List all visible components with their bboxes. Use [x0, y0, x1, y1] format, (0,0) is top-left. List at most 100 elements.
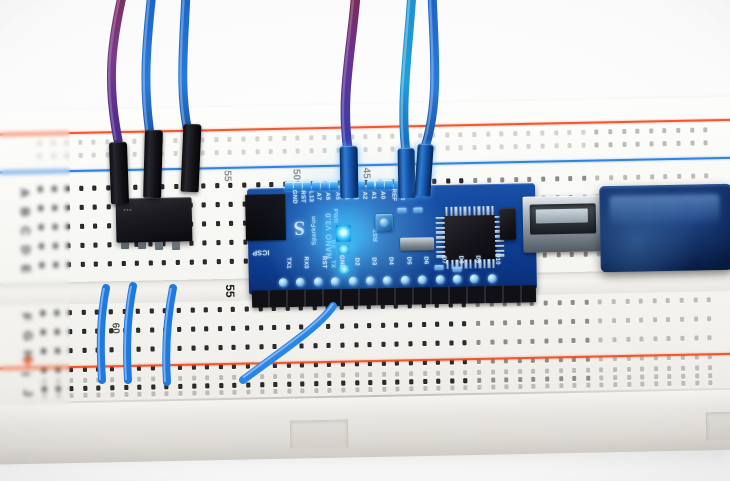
breadboard-hole[interactable] [681, 380, 686, 386]
breadboard-hole[interactable] [132, 151, 137, 157]
breadboard-hole[interactable] [395, 386, 400, 392]
breadboard-hole[interactable] [693, 335, 699, 341]
breadboard-hole[interactable] [309, 135, 314, 141]
breadboard-hole[interactable] [314, 388, 319, 394]
breadboard-hole[interactable] [178, 390, 183, 396]
breadboard-hole[interactable] [56, 393, 61, 399]
breadboard-hole[interactable] [567, 130, 572, 136]
breadboard-hole[interactable] [299, 324, 304, 330]
breadboard-hole[interactable] [545, 383, 550, 389]
breadboard-hole[interactable] [38, 186, 43, 192]
breadboard-hole[interactable] [408, 322, 413, 328]
breadboard-hole[interactable] [417, 133, 423, 139]
breadboard-hole[interactable] [513, 144, 518, 150]
breadboard-hole[interactable] [490, 369, 495, 375]
breadboard-hole[interactable] [666, 317, 671, 323]
breadboard-hole[interactable] [78, 139, 83, 145]
breadboard-hole[interactable] [312, 324, 318, 330]
breadboard-hole[interactable] [586, 382, 591, 388]
breadboard-hole[interactable] [584, 318, 589, 324]
breadboard-hole[interactable] [80, 261, 85, 267]
breadboard-hole[interactable] [580, 129, 586, 135]
breadboard-hole[interactable] [598, 337, 603, 343]
breadboard-hole[interactable] [612, 367, 618, 373]
breadboard-hole[interactable] [136, 346, 141, 352]
breadboard-hole[interactable] [625, 336, 631, 342]
breadboard-hole[interactable] [327, 387, 332, 393]
breadboard-hole[interactable] [231, 306, 236, 312]
breadboard-hole[interactable] [354, 342, 359, 348]
breadboard-hole[interactable] [245, 344, 250, 350]
breadboard-hole[interactable] [421, 321, 426, 328]
breadboard-hole[interactable] [214, 183, 220, 189]
breadboard-hole[interactable] [694, 380, 699, 386]
breadboard-hole[interactable] [435, 340, 440, 346]
breadboard-hole[interactable] [649, 141, 654, 147]
breadboard-hole[interactable] [680, 335, 685, 341]
breadboard-hole[interactable] [255, 149, 260, 155]
breadboard-hole[interactable] [353, 323, 358, 329]
breadboard-hole[interactable] [543, 300, 548, 306]
breadboard-hole[interactable] [188, 240, 194, 246]
breadboard-hole[interactable] [39, 224, 44, 230]
breadboard-hole[interactable] [662, 141, 667, 147]
breadboard-hole[interactable] [123, 346, 128, 353]
breadboard-hole[interactable] [241, 149, 246, 155]
breadboard-hole[interactable] [123, 391, 129, 398]
wire-sleeve-1[interactable] [108, 141, 130, 205]
breadboard-hole[interactable] [200, 137, 205, 143]
breadboard-hole[interactable] [584, 299, 589, 305]
breadboard-hole[interactable] [54, 329, 59, 335]
header-pin-A7[interactable] [312, 181, 320, 191]
breadboard-hole[interactable] [581, 142, 586, 148]
breadboard-hole[interactable] [80, 242, 85, 248]
breadboard-hole[interactable] [422, 340, 427, 347]
breadboard-hole[interactable] [50, 140, 56, 146]
breadboard-hole[interactable] [435, 321, 440, 327]
breadboard-hole[interactable] [544, 319, 549, 325]
breadboard-hole[interactable] [69, 378, 74, 384]
breadboard-hole[interactable] [322, 134, 327, 141]
breadboard-hole[interactable] [381, 341, 386, 347]
breadboard-hole[interactable] [122, 327, 127, 334]
breadboard-hole[interactable] [174, 183, 179, 190]
breadboard-hole[interactable] [232, 374, 237, 380]
breadboard-hole[interactable] [148, 260, 153, 266]
breadboard-hole[interactable] [232, 389, 237, 395]
breadboard-hole[interactable] [245, 374, 251, 380]
breadboard-hole[interactable] [37, 153, 42, 159]
breadboard-hole[interactable] [336, 134, 341, 140]
breadboard-hole[interactable] [82, 347, 87, 353]
breadboard-hole[interactable] [390, 133, 395, 139]
breadboard-hole[interactable] [38, 205, 43, 211]
breadboard-hole[interactable] [394, 322, 399, 328]
breadboard-hole[interactable] [526, 130, 531, 136]
breadboard-hole[interactable] [693, 297, 698, 303]
breadboard-hole[interactable] [648, 128, 654, 134]
breadboard-hole[interactable] [473, 177, 478, 184]
breadboard-hole[interactable] [313, 343, 318, 349]
breadboard-hole[interactable] [205, 375, 210, 381]
breadboard-hole[interactable] [679, 297, 684, 303]
breadboard-hole[interactable] [55, 348, 60, 354]
header-pin-A5[interactable] [330, 181, 339, 191]
breadboard-hole[interactable] [204, 326, 209, 332]
breadboard-hole[interactable] [367, 323, 372, 329]
breadboard-hole[interactable] [200, 150, 205, 156]
breadboard-hole[interactable] [404, 133, 409, 139]
breadboard-hole[interactable] [368, 372, 373, 378]
header-pin-L13[interactable] [303, 181, 311, 191]
breadboard-hole[interactable] [255, 182, 260, 188]
breadboard-hole[interactable] [703, 140, 708, 146]
breadboard-hole[interactable] [163, 308, 168, 314]
breadboard-hole[interactable] [639, 317, 644, 323]
breadboard-hole[interactable] [639, 336, 644, 342]
breadboard-hole[interactable] [599, 382, 604, 388]
breadboard-hole[interactable] [598, 299, 603, 305]
breadboard-hole[interactable] [486, 177, 491, 183]
breadboard-hole[interactable] [693, 316, 698, 322]
breadboard-hole[interactable] [636, 174, 641, 180]
breadboard-hole[interactable] [178, 375, 183, 381]
breadboard-hole[interactable] [109, 347, 114, 353]
breadboard-hole[interactable] [544, 338, 549, 344]
